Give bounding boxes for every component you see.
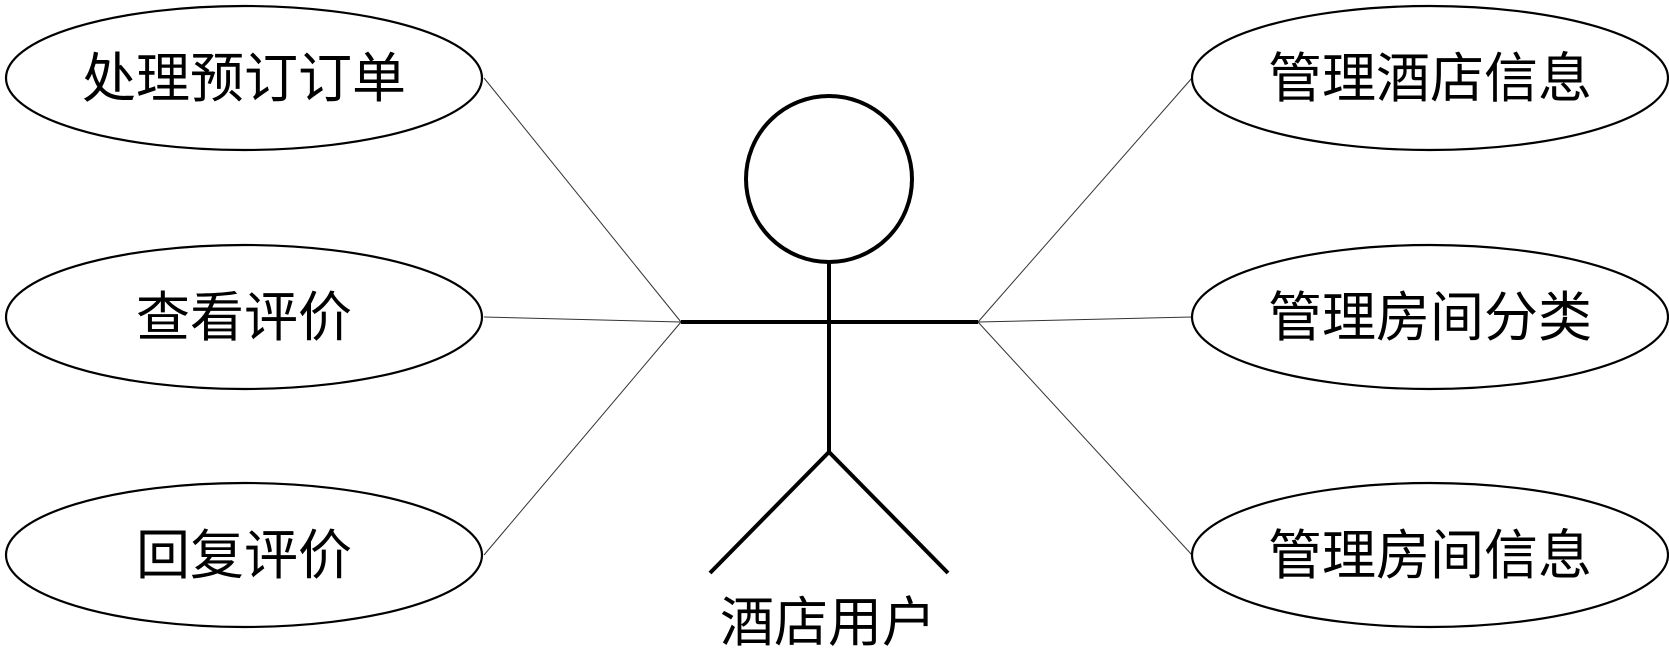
actor-left-leg (708, 450, 831, 575)
use-case-label: 查看评价 (136, 286, 352, 349)
association-line-manage-hotel-info (977, 77, 1193, 323)
use-case-reply-reviews: 回复评价 (4, 481, 484, 629)
use-case-manage-room-category: 管理房间分类 (1190, 243, 1669, 391)
use-case-ellipse (4, 4, 484, 152)
actor-figure (681, 94, 978, 575)
use-case-ellipse (1190, 4, 1669, 152)
use-case-ellipse (1190, 243, 1669, 391)
use-case-label: 管理房间信息 (1268, 524, 1592, 587)
use-case-ellipse (4, 243, 484, 391)
association-line-process-booking (483, 77, 682, 323)
actor-head (744, 94, 914, 264)
association-line-view-reviews (483, 316, 682, 323)
use-case-manage-room-info: 管理房间信息 (1190, 481, 1669, 629)
association-line-manage-room-info (977, 321, 1193, 556)
association-line-manage-room-category (977, 316, 1193, 323)
association-line-reply-reviews (483, 321, 682, 556)
actor-right-leg (827, 450, 950, 575)
use-case-label: 管理酒店信息 (1268, 47, 1592, 110)
use-case-label: 处理预订订单 (82, 47, 406, 110)
use-case-label: 管理房间分类 (1268, 286, 1592, 349)
use-case-ellipse (1190, 481, 1669, 629)
use-case-label: 回复评价 (136, 524, 352, 587)
use-case-view-reviews: 查看评价 (4, 243, 484, 391)
use-case-ellipse (4, 481, 484, 629)
use-case-manage-hotel-info: 管理酒店信息 (1190, 4, 1669, 152)
actor-label: 酒店用户 (720, 591, 936, 654)
use-case-process-booking: 处理预订订单 (4, 4, 484, 152)
